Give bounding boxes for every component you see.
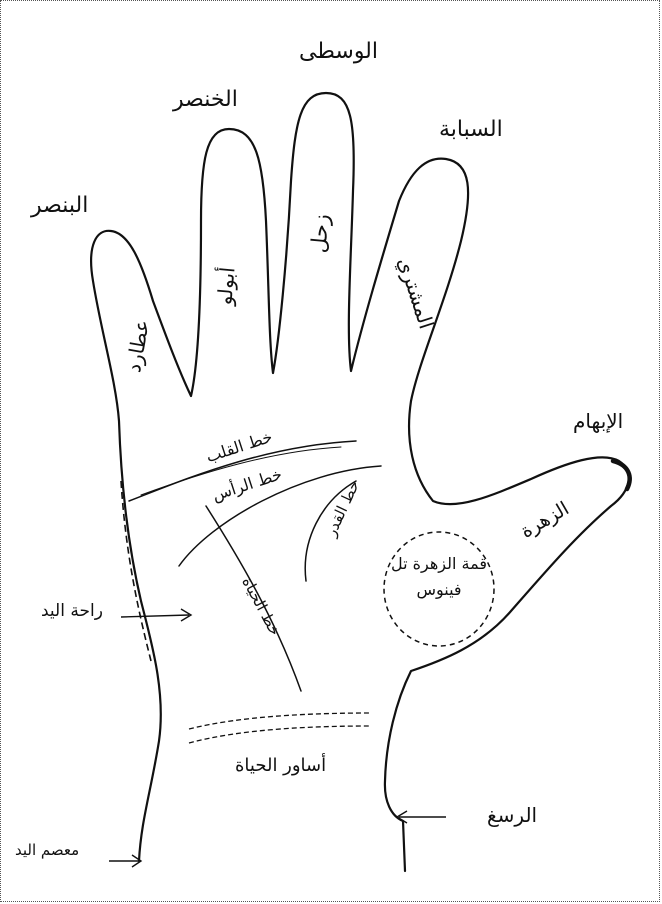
label-bracelets: أساور الحياة bbox=[235, 757, 326, 775]
palm-side-arrow bbox=[121, 615, 189, 617]
label-mount-venus: قمة الزهرة تل فينوس bbox=[391, 551, 487, 602]
label-palm-side: راحة اليد bbox=[41, 603, 103, 620]
label-index: السبابة bbox=[439, 119, 503, 141]
bracelet-line-2 bbox=[189, 726, 371, 743]
label-saturn: زحل bbox=[308, 213, 332, 254]
label-little: البنصر bbox=[31, 195, 88, 217]
label-wrist-joint: معصم اليد bbox=[15, 843, 79, 858]
label-middle: الوسطى bbox=[299, 41, 378, 63]
hand-outline bbox=[91, 93, 629, 871]
label-ring: الخنصر bbox=[173, 89, 238, 111]
label-thumb: الإبهام bbox=[573, 411, 623, 431]
thumb-tip-stroke bbox=[613, 461, 630, 489]
label-apollo: أبولو bbox=[214, 266, 237, 305]
label-wrist: الرسغ bbox=[487, 805, 537, 825]
